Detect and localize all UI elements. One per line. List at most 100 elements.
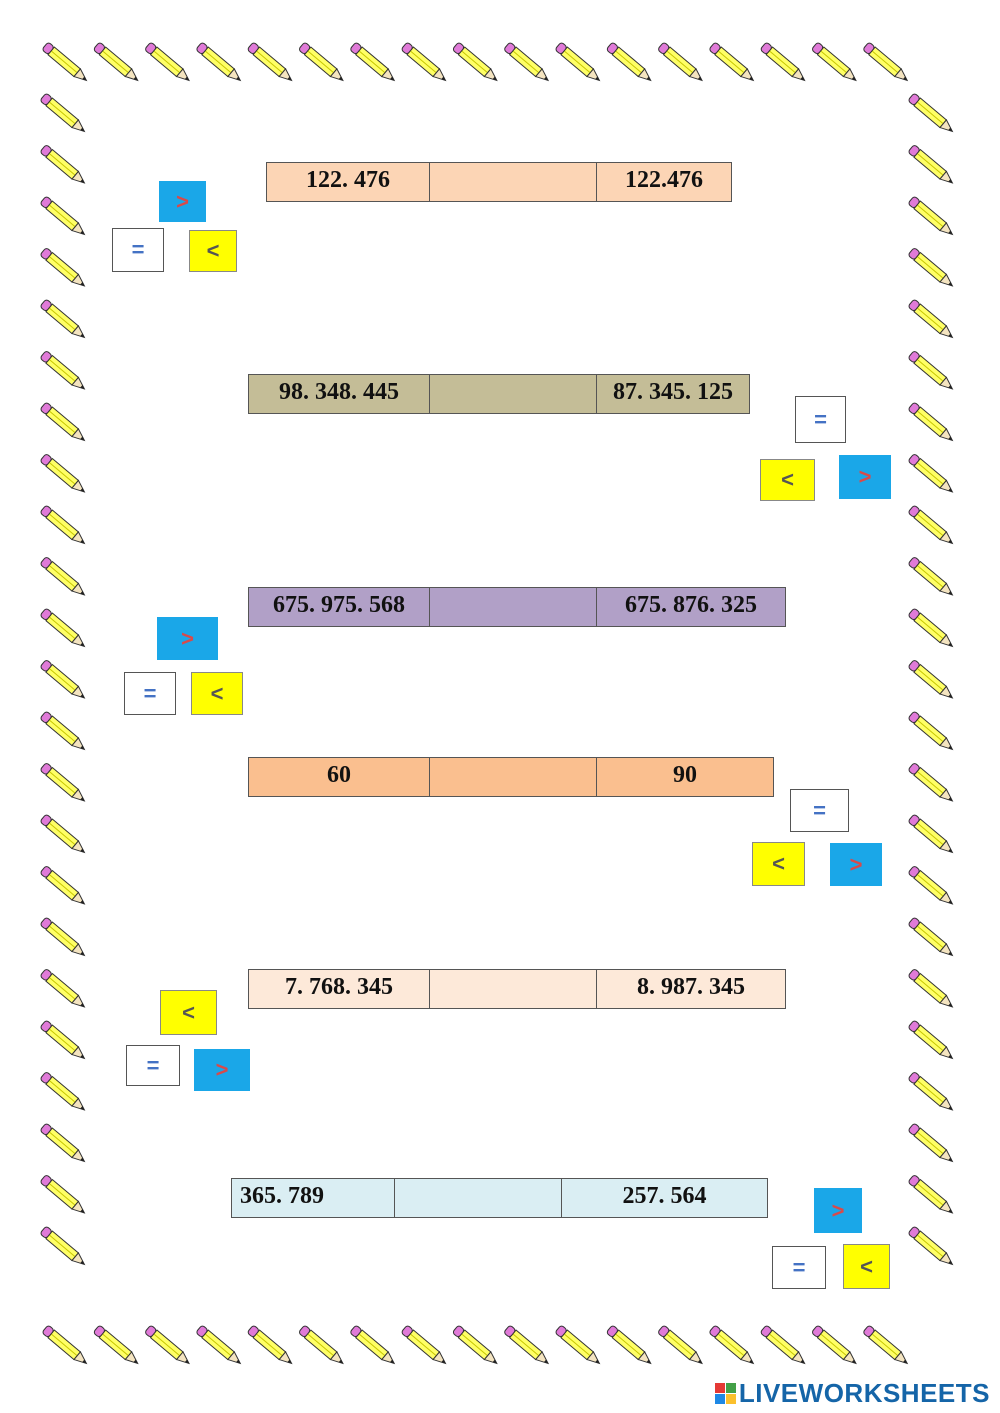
comparison-row-6: 365. 789 257. 564 xyxy=(231,1178,768,1218)
equals-card[interactable]: = xyxy=(112,228,164,272)
comparison-row-5: 7. 768. 345 8. 987. 345 xyxy=(248,969,786,1009)
pencil-icon xyxy=(39,864,89,909)
pencil-icon xyxy=(907,967,957,1012)
answer-drop-slot[interactable] xyxy=(429,970,597,1008)
comparison-row-2: 98. 348. 445 87. 345. 125 xyxy=(248,374,750,414)
pencil-icon xyxy=(656,41,706,85)
less-than-card[interactable]: < xyxy=(189,230,237,272)
right-number: 90 xyxy=(673,762,697,788)
pencil-icon xyxy=(400,1324,450,1368)
pencil-icon xyxy=(759,41,809,85)
pencil-icon xyxy=(907,761,957,806)
left-number: 675. 975. 568 xyxy=(273,592,405,618)
pencil-icon xyxy=(41,1324,91,1368)
less-than-card[interactable]: < xyxy=(160,990,217,1035)
left-number: 60 xyxy=(327,762,351,788)
equals-card[interactable]: = xyxy=(790,789,849,832)
pencil-icon xyxy=(708,41,757,85)
pencil-icon xyxy=(862,41,911,85)
liveworksheets-brand: LIVEWORKSHEETS xyxy=(714,1378,990,1409)
pencil-icon xyxy=(907,1173,957,1218)
pencil-icon xyxy=(39,555,89,600)
pencil-icon xyxy=(39,143,89,188)
right-number: 8. 987. 345 xyxy=(637,974,745,1000)
pencil-icon xyxy=(39,916,89,960)
comparison-row-4: 60 90 xyxy=(248,757,774,797)
less-than-card[interactable]: < xyxy=(760,459,815,501)
pencil-icon xyxy=(554,41,604,85)
comparison-row-1: 122. 476 122.476 xyxy=(266,162,732,202)
greater-than-card[interactable]: > xyxy=(830,843,882,886)
less-than-card[interactable]: < xyxy=(752,842,805,886)
pencil-icon xyxy=(451,1324,501,1368)
pencil-icon xyxy=(907,452,957,497)
pencil-icon xyxy=(39,658,89,703)
pencil-icon xyxy=(41,41,91,85)
equals-card[interactable]: = xyxy=(795,396,846,443)
equals-card[interactable]: = xyxy=(772,1246,826,1289)
pencil-icon xyxy=(400,41,450,85)
pencil-icon xyxy=(907,555,957,600)
greater-than-card[interactable]: > xyxy=(157,617,218,660)
pencil-icon xyxy=(605,41,655,85)
pencil-icon xyxy=(907,195,957,239)
pencil-icon xyxy=(708,1324,757,1368)
pencil-icon xyxy=(143,1324,193,1368)
pencil-icon xyxy=(195,1324,244,1368)
pencil-icon xyxy=(907,298,957,342)
pencil-icon xyxy=(907,1225,957,1269)
pencil-icon xyxy=(907,607,957,651)
left-number: 98. 348. 445 xyxy=(279,379,399,405)
pencil-icon xyxy=(39,1122,89,1166)
pencil-icon xyxy=(39,349,89,394)
pencil-icon xyxy=(39,246,89,291)
pencil-icon xyxy=(39,1019,89,1063)
pencil-icon xyxy=(907,1122,957,1166)
pencil-icon xyxy=(907,1019,957,1063)
pencil-icon xyxy=(39,813,89,857)
pencil-icon xyxy=(907,92,957,136)
pencil-icon xyxy=(451,41,501,85)
greater-than-card[interactable]: > xyxy=(159,181,206,222)
equals-card[interactable]: = xyxy=(126,1045,180,1086)
answer-drop-slot[interactable] xyxy=(429,758,597,796)
pencil-icon xyxy=(656,1324,706,1368)
right-number: 87. 345. 125 xyxy=(613,379,733,405)
pencil-icon xyxy=(195,41,244,85)
greater-than-card[interactable]: > xyxy=(194,1049,250,1091)
left-number: 7. 768. 345 xyxy=(285,974,393,1000)
greater-than-card[interactable]: > xyxy=(814,1188,862,1233)
pencil-icon xyxy=(39,401,89,445)
pencil-icon xyxy=(39,504,89,548)
pencil-icon xyxy=(39,452,89,497)
answer-drop-slot[interactable] xyxy=(429,163,597,201)
pencil-icon xyxy=(907,504,957,548)
pencil-icon xyxy=(246,1324,296,1368)
pencil-icon xyxy=(907,864,957,909)
less-than-card[interactable]: < xyxy=(843,1244,890,1289)
pencil-icon xyxy=(907,246,957,291)
answer-drop-slot[interactable] xyxy=(429,375,597,413)
pencil-icon xyxy=(810,1324,860,1368)
pencil-icon xyxy=(39,761,89,806)
brand-text: LIVEWORKSHEETS xyxy=(738,1378,990,1408)
pencil-icon xyxy=(39,967,89,1012)
left-number: 365. 789 xyxy=(240,1183,324,1209)
equals-card[interactable]: = xyxy=(124,672,176,715)
pencil-icon xyxy=(907,916,957,960)
less-than-card[interactable]: < xyxy=(191,672,243,715)
greater-than-card[interactable]: > xyxy=(839,455,891,499)
pencil-icon xyxy=(605,1324,655,1368)
answer-drop-slot[interactable] xyxy=(394,1179,562,1217)
right-number: 675. 876. 325 xyxy=(625,592,757,618)
pencil-icon xyxy=(39,710,89,754)
pencil-icon xyxy=(39,1070,89,1115)
pencil-icon xyxy=(39,1225,89,1269)
right-number: 257. 564 xyxy=(622,1183,707,1209)
pencil-icon xyxy=(39,607,89,651)
pencil-icon xyxy=(503,41,552,85)
pencil-icon xyxy=(39,298,89,342)
pencil-icon xyxy=(907,1070,957,1115)
answer-drop-slot[interactable] xyxy=(429,588,597,626)
pencil-icon xyxy=(907,658,957,703)
